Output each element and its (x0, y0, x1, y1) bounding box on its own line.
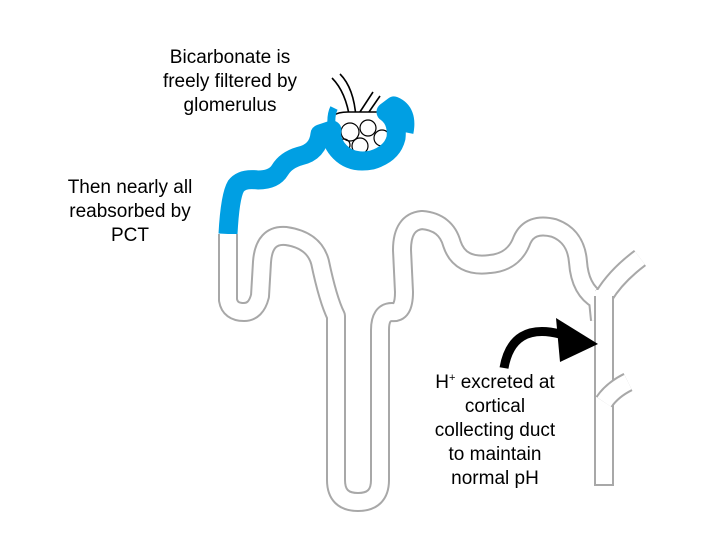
ion-symbol: H (435, 372, 449, 393)
excretion-line-5: normal pH (451, 468, 539, 489)
excretion-line-2: cortical (464, 396, 526, 417)
pct-label: Then nearly all reabsorbed by PCT (40, 176, 220, 248)
pct-line-3: PCT (111, 225, 149, 246)
filtration-line-1: Bicarbonate is (169, 47, 291, 68)
arrow-head (556, 318, 598, 362)
capillary-loop (359, 119, 377, 137)
pct-line-2: reabsorbed by (69, 201, 191, 222)
filtration-line-3: glomerulus (183, 95, 277, 116)
pct-highlight-top (327, 106, 338, 131)
filtration-label: Bicarbonate is freely filtered by glomer… (140, 46, 320, 118)
excretion-line-1-rest: excreted at (455, 372, 555, 393)
excretion-label: H+ excreted at cortical collecting duct … (400, 371, 590, 491)
arrow-shaft (499, 327, 562, 369)
excretion-line-3: collecting duct (434, 420, 556, 441)
tubule-lumen (220, 212, 608, 510)
duct-side-branch-lumen (597, 374, 632, 407)
filtration-line-2: freely filtered by (162, 71, 298, 92)
excretion-line-4: to maintain (448, 444, 542, 465)
ion-charge: + (449, 372, 456, 384)
excretion-line-1: H+ excreted at (400, 371, 590, 395)
curved-arrow-icon (499, 318, 598, 369)
pct-line-1: Then nearly all (67, 177, 193, 198)
collecting-duct (594, 250, 647, 486)
